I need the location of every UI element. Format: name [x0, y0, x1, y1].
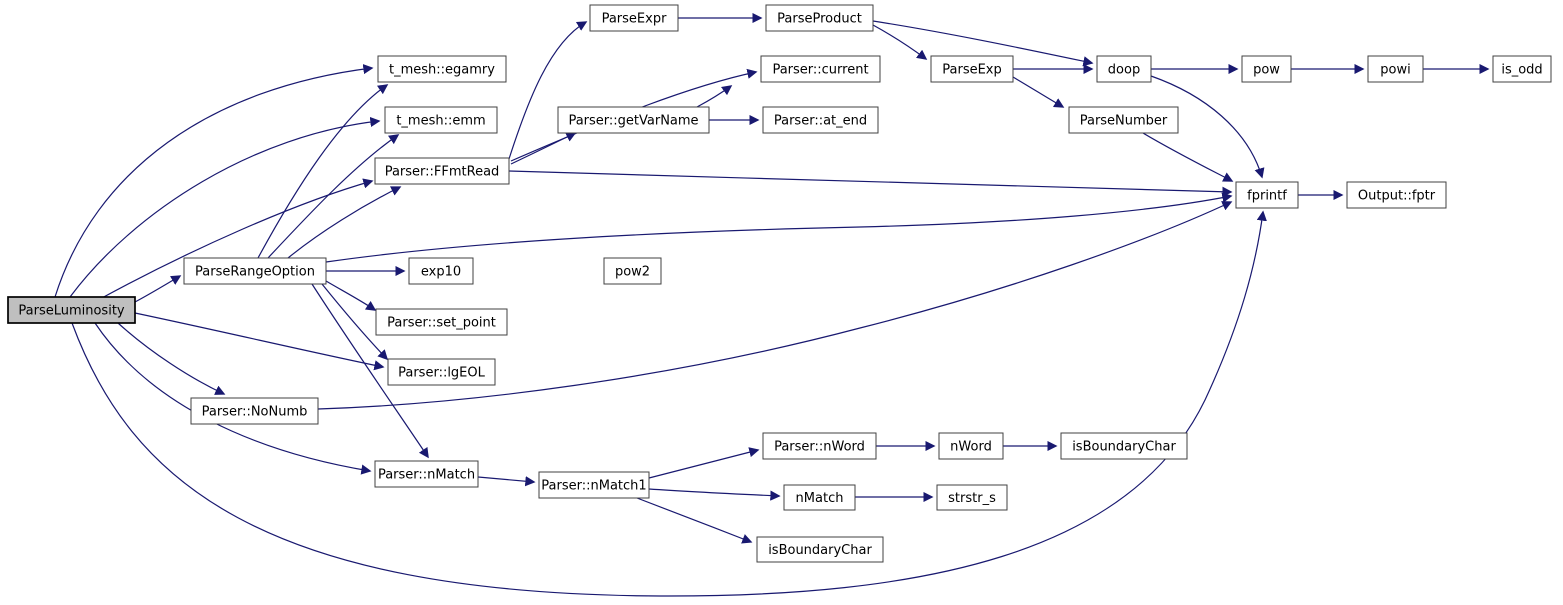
- edge-ParseRangeOption-to-t_mesh_egamry: [257, 84, 389, 259]
- edge-Parser_NoNumb-to-fprintf: [317, 201, 1233, 410]
- edge-ParseRangeOption-to-t_mesh_emm: [267, 134, 400, 259]
- node-label-t_mesh_emm: t_mesh::emm: [396, 114, 485, 129]
- edge-ParseLuminosity-to-Parser_lgEOL: [134, 312, 385, 371]
- edge-Parser_FFmtRead-to-ParseExpr: [508, 21, 588, 160]
- node-label-Parser_nWord: Parser::nWord: [774, 440, 865, 455]
- node-label-Output_fptr: Output::fptr: [1358, 189, 1436, 204]
- edge-ParseRangeOption-to-Parser_FFmtRead: [287, 186, 402, 259]
- edge-ParseLuminosity-to-Parser_FFmtRead: [99, 178, 374, 300]
- edge-ParseRangeOption-to-fprintf: [325, 192, 1233, 263]
- node-nMatch[interactable]: nMatch: [783, 484, 856, 511]
- node-doop[interactable]: doop: [1096, 55, 1152, 83]
- node-Parser_lgEOL[interactable]: Parser::lgEOL: [387, 358, 496, 386]
- node-label-is_odd: is_odd: [1501, 63, 1542, 78]
- node-label-doop: doop: [1108, 63, 1140, 78]
- edge-Parser_nMatch-to-Parser_nMatch1: [477, 476, 536, 487]
- edge-ParseExp-to-ParseNumber: [1012, 76, 1065, 108]
- node-nWord[interactable]: nWord: [938, 432, 1004, 460]
- node-Parser_set_point[interactable]: Parser::set_point: [375, 308, 508, 336]
- edge-ParseLuminosity-to-Parser_nMatch: [94, 322, 372, 475]
- nodes-layer: ParseLuminosity t_mesh::egamryt_mesh::emm…: [7, 4, 1552, 563]
- edge-Parser_FFmtRead-to-Parser_getVarName: [510, 132, 577, 165]
- edge-ParseLuminosity-to-ParseRangeOption: [134, 275, 182, 303]
- node-is_odd[interactable]: is_odd: [1492, 55, 1552, 83]
- node-ParseNumber[interactable]: ParseNumber: [1068, 106, 1179, 134]
- edge-ParseLuminosity-to-Parser_NoNumb: [117, 322, 226, 395]
- node-Parser_nMatch[interactable]: Parser::nMatch: [374, 460, 479, 488]
- node-Output_fptr[interactable]: Output::fptr: [1346, 181, 1447, 209]
- node-label-pow: pow: [1253, 63, 1280, 78]
- node-label-ParseNumber: ParseNumber: [1080, 114, 1168, 129]
- edge-Parser_FFmtRead-to-Parser_current: [510, 68, 758, 162]
- edge-ParseRangeOption-to-Parser_lgEOL: [321, 283, 389, 361]
- node-label-ParseProduct: ParseProduct: [777, 12, 862, 27]
- node-label-nMatch: nMatch: [796, 491, 844, 506]
- node-t_mesh_egamry[interactable]: t_mesh::egamry: [377, 55, 507, 83]
- edge-Parser_FFmtRead-to-fprintf: [508, 170, 1233, 197]
- node-label-ParseExp: ParseExp: [942, 63, 1002, 78]
- edge-Parser_nMatch1-to-isBoundaryChar2: [636, 497, 753, 544]
- node-ParseProduct[interactable]: ParseProduct: [765, 4, 874, 32]
- node-pow2[interactable]: pow2: [603, 257, 662, 285]
- node-label-ParseExpr: ParseExpr: [602, 12, 667, 27]
- node-label-Parser_NoNumb: Parser::NoNumb: [202, 405, 308, 420]
- node-Parser_nWord[interactable]: Parser::nWord: [762, 432, 877, 460]
- node-label-ParseRangeOption: ParseRangeOption: [195, 265, 315, 280]
- node-Parser_current[interactable]: Parser::current: [760, 55, 881, 83]
- edge-ParseLuminosity-to-fprintf: [71, 210, 1267, 597]
- edge-ParseNumber-to-fprintf: [1142, 132, 1234, 182]
- node-label-pow2: pow2: [615, 265, 650, 280]
- edges-layer: [54, 12, 1490, 597]
- node-ParseLuminosity: ParseLuminosity: [7, 296, 136, 324]
- node-fprintf[interactable]: fprintf: [1235, 181, 1299, 209]
- edge-Parser_getVarName-to-Parser_current: [696, 85, 733, 108]
- node-Parser_FFmtRead[interactable]: Parser::FFmtRead: [374, 157, 510, 185]
- node-label-exp10: exp10: [421, 265, 461, 280]
- node-powi[interactable]: powi: [1367, 55, 1424, 83]
- node-pow[interactable]: pow: [1241, 55, 1292, 83]
- edge-ParseLuminosity-to-t_mesh_egamry: [54, 64, 374, 298]
- edge-doop-to-fprintf: [1150, 75, 1265, 179]
- node-label-Parser_current: Parser::current: [772, 63, 868, 78]
- edge-ParseRangeOption-to-Parser_set_point: [325, 280, 377, 311]
- node-label-Parser_getVarName: Parser::getVarName: [568, 114, 698, 129]
- node-Parser_NoNumb[interactable]: Parser::NoNumb: [190, 397, 319, 425]
- node-label-nWord: nWord: [950, 440, 992, 455]
- node-label-powi: powi: [1380, 63, 1410, 78]
- node-label-Parser_FFmtRead: Parser::FFmtRead: [385, 165, 500, 180]
- node-ParseRangeOption[interactable]: ParseRangeOption: [183, 257, 327, 285]
- node-label-isBoundaryChar2: isBoundaryChar: [768, 543, 872, 558]
- edge-ParseRangeOption-to-Parser_nMatch: [311, 283, 429, 459]
- node-ParseExp[interactable]: ParseExp: [930, 55, 1014, 83]
- node-Parser_at_end[interactable]: Parser::at_end: [762, 106, 879, 134]
- node-isBoundaryChar1[interactable]: isBoundaryChar: [1060, 432, 1188, 460]
- node-label-t_mesh_egamry: t_mesh::egamry: [389, 63, 495, 78]
- edge-ParseProduct-to-ParseExp: [872, 24, 928, 60]
- node-label-strstr_s: strstr_s: [948, 491, 996, 506]
- edge-Parser_nMatch1-to-Parser_nWord: [648, 447, 760, 479]
- node-label-Parser_lgEOL: Parser::lgEOL: [398, 366, 486, 381]
- node-label-isBoundaryChar1: isBoundaryChar: [1072, 440, 1176, 455]
- node-label-fprintf: fprintf: [1247, 189, 1287, 204]
- node-strstr_s[interactable]: strstr_s: [936, 484, 1008, 511]
- node-ParseExpr[interactable]: ParseExpr: [589, 4, 679, 32]
- node-exp10[interactable]: exp10: [408, 257, 474, 285]
- node-label-Parser_at_end: Parser::at_end: [774, 114, 867, 129]
- edge-ParseProduct-to-doop: [872, 20, 1094, 67]
- node-Parser_nMatch1[interactable]: Parser::nMatch1: [538, 471, 650, 499]
- node-isBoundaryChar2[interactable]: isBoundaryChar: [756, 536, 884, 563]
- edge-ParseLuminosity-to-t_mesh_emm: [69, 116, 381, 298]
- node-Parser_getVarName[interactable]: Parser::getVarName: [557, 106, 710, 134]
- edge-Parser_nMatch1-to-nMatch: [648, 488, 781, 501]
- node-label-Parser_set_point: Parser::set_point: [387, 316, 496, 331]
- node-t_mesh_emm[interactable]: t_mesh::emm: [384, 106, 498, 134]
- node-label-ParseLuminosity: ParseLuminosity: [18, 304, 125, 319]
- node-label-Parser_nMatch: Parser::nMatch: [378, 468, 475, 483]
- node-label-Parser_nMatch1: Parser::nMatch1: [541, 479, 646, 494]
